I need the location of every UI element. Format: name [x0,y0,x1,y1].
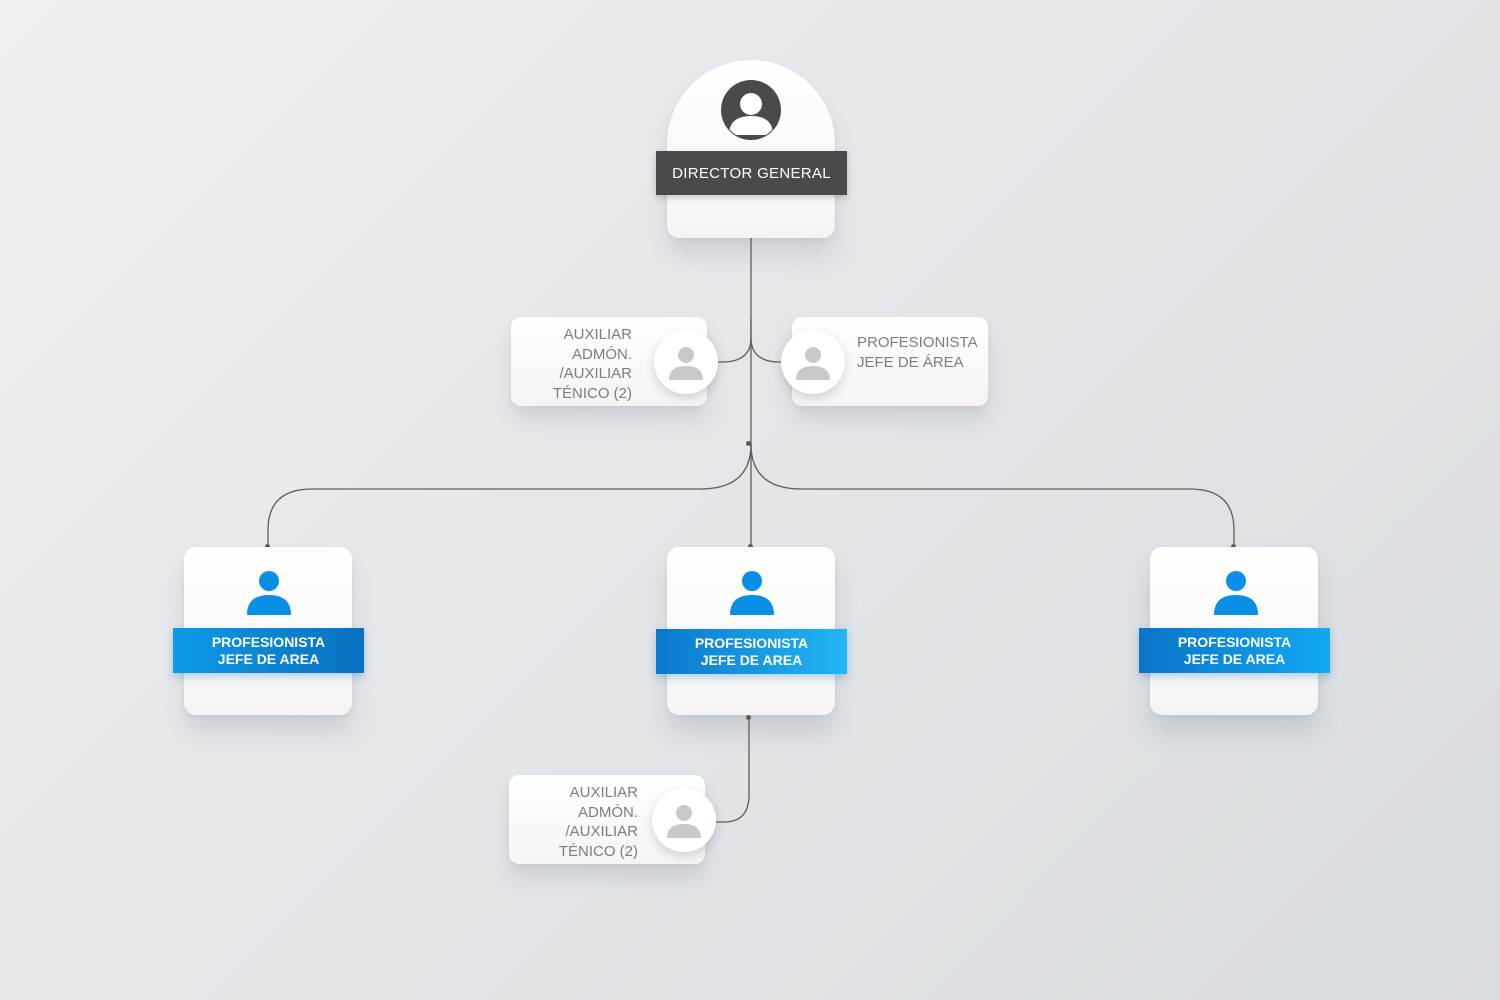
branch-right-dept [750,443,1235,547]
staff-left-line: AUXILIAR [563,326,632,343]
staff-left-line: /AUXILIAR [559,365,632,382]
staff-right-text: PROFESIONISTA JEFE DE ÁREA [857,333,985,372]
branch-sub-staff [714,717,750,823]
department-label: PROFESIONISTA JEFE DE AREA [656,629,847,674]
department-title: PROFESIONISTA [211,633,326,650]
junction-dot [746,441,751,446]
department-title: PROFESIONISTA [694,634,809,651]
user-icon [667,805,701,838]
user-icon [1214,571,1258,615]
sub-staff-text: AUXILIAR ADMÓN. /AUXILIAR TÉNICO (2) [519,783,638,861]
department-title: PROFESIONISTA [1177,633,1292,650]
junction-dot [1231,544,1236,549]
branch-right-staff [750,337,787,363]
sub-staff-line: TÉNICO (2) [558,842,638,860]
staff-right-line: JEFE DE ÁREA [857,353,964,371]
user-icon [247,571,291,615]
staff-right-line: PROFESIONISTA [857,334,978,351]
department-label: PROFESIONISTA JEFE DE AREA [1139,628,1330,673]
staff-left-text: AUXILIAR ADMÓN. /AUXILIAR TÉNICO (2) [521,325,632,403]
sub-staff-line: /AUXILIAR [565,823,638,840]
user-icon [796,347,830,380]
sub-staff-line: AUXILIAR [569,784,638,801]
department-label: PROFESIONISTA JEFE DE AREA [173,628,364,673]
director-label: DIRECTOR GENERAL [656,151,847,195]
branch-left-staff [714,318,752,363]
junction-dot [746,715,751,720]
branch-left-dept [267,443,752,547]
department-subtitle: JEFE DE AREA [1183,650,1286,667]
department-subtitle: JEFE DE AREA [217,650,320,667]
staff-left-line: ADMÓN. [572,345,632,363]
junction-dot [748,544,753,549]
sub-staff-line: ADMÓN. [578,803,638,821]
user-icon [730,571,774,615]
staff-left-line: TÉNICO (2) [552,384,632,402]
department-subtitle: JEFE DE AREA [700,651,803,668]
junction-dot [265,544,270,549]
user-icon [669,347,703,380]
user-circle-icon [721,80,781,140]
